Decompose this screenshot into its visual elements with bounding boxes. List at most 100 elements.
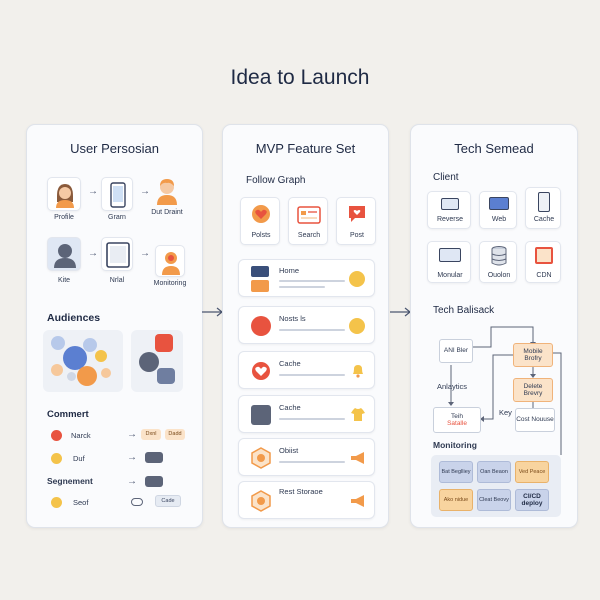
feature-row-label: Rest Storaoe — [279, 487, 323, 496]
user-avatar-icon — [54, 244, 76, 268]
link-icon — [131, 498, 143, 506]
chat-icon — [157, 368, 175, 384]
analytics-label: Anlaytics — [437, 382, 468, 391]
post-tile: Post — [336, 197, 376, 245]
page-title: Idea to Launch — [230, 66, 370, 89]
feature-row-label: Obiist — [279, 446, 299, 455]
grid-cell: Oan Beaon — [477, 461, 511, 483]
man-avatar-icon — [157, 179, 177, 205]
teih-box: Teih Satalle — [433, 407, 481, 433]
segment-item-label: Seof — [73, 498, 89, 507]
backstack-heading: Tech Balisack — [433, 305, 495, 316]
client-heading: Client — [433, 172, 459, 183]
badge-icon — [251, 490, 271, 512]
cdn-icon — [535, 247, 553, 264]
smiley-icon — [349, 271, 365, 287]
smiley-icon — [349, 318, 365, 334]
arrow-right-icon: → — [140, 248, 150, 259]
arrow-right-icon: → — [88, 186, 98, 197]
database-icon — [491, 246, 507, 266]
heart-chat-icon — [349, 206, 365, 222]
user-persona-title: User Persosian — [70, 141, 159, 156]
woman-avatar-icon — [56, 184, 74, 208]
mvp-feature-title: MVP Feature Set — [255, 141, 356, 156]
dut-draint-label: Dut Draint — [151, 209, 183, 216]
feature-row: Rest Storaoe — [238, 481, 375, 519]
grid-cell: CI/CD deploy — [515, 489, 549, 511]
red-dot-icon — [51, 430, 62, 441]
phone-icon — [110, 182, 126, 208]
profile-card — [47, 177, 81, 211]
client-tile-label: Monular — [437, 272, 463, 279]
segment-chip: Cade — [155, 495, 181, 507]
arrow-right-icon: → — [140, 186, 150, 197]
card-icon — [297, 206, 321, 224]
client-tile: Web — [479, 191, 517, 229]
client-tile-label: Ouolon — [487, 272, 511, 279]
social-apps-cluster — [131, 330, 183, 392]
bell-icon — [353, 365, 363, 378]
chat-bubble-icon — [145, 452, 163, 463]
tech-stack-title: Tech Semead — [454, 141, 534, 156]
audience-bubble-cluster — [43, 330, 123, 392]
client-tile-label: Reverse — [436, 216, 464, 223]
comment-item-label: Duf — [73, 454, 85, 463]
comment-chip: Dadd — [165, 429, 185, 440]
search-tile: Search — [288, 197, 328, 245]
smiley-icon — [51, 497, 62, 508]
posts-label: Polsts — [251, 232, 271, 239]
grid-cell: Bat Beglliey — [439, 461, 473, 483]
feature-row: Cache — [238, 395, 375, 433]
teih-label: Teih — [451, 412, 463, 420]
key-label: Key — [499, 408, 512, 417]
post-label: Post — [349, 232, 364, 239]
client-tile: Cache — [525, 187, 561, 229]
shirt-icon — [351, 408, 365, 421]
comment-item-label: Narck — [71, 431, 91, 440]
grid-cell: Ved Peace — [515, 461, 549, 483]
monitoring-label: Monitoring — [153, 280, 187, 287]
monitoring-heading: Monitoring — [433, 440, 477, 450]
user-persona-panel: User Persosian Profile → Grarn → Dut Dra… — [26, 124, 203, 528]
profile-label: Profile — [54, 214, 74, 221]
satalle-label: Satalle — [447, 420, 467, 427]
client-tile: Ouolon — [479, 241, 517, 283]
camera-icon — [251, 266, 269, 277]
client-tile-label: Web — [491, 216, 507, 223]
arrow-right-icon: → — [127, 429, 137, 440]
client-tile-label: Cache — [533, 216, 555, 223]
yellow-dot-icon — [51, 453, 62, 464]
comment-heading: Commert — [47, 409, 89, 420]
mobile-box: Mobile Brofry — [513, 343, 553, 367]
phone-icon — [538, 192, 550, 212]
grarn-label: Grarn — [108, 214, 126, 221]
client-tile-label: CDN — [536, 272, 552, 279]
cost-box: Cost Nouuse — [515, 408, 555, 432]
feature-row: Cache — [238, 351, 375, 389]
heart-icon — [252, 362, 270, 380]
phone-card — [101, 177, 133, 211]
feature-row-label: Nosts ls — [279, 314, 306, 323]
feature-row: Nosts ls — [238, 306, 375, 344]
ani-box: ANI Bler — [439, 339, 473, 363]
heart-icon — [252, 205, 270, 223]
client-tile: CDN — [525, 241, 561, 283]
megaphone-icon — [351, 452, 364, 464]
kite-card — [47, 237, 81, 271]
mail-icon — [251, 280, 269, 292]
arrow-right-icon: → — [127, 476, 137, 487]
tablet-card — [101, 237, 133, 271]
monitor-icon — [489, 197, 509, 210]
search-label: Search — [297, 232, 321, 239]
megaphone-icon — [351, 495, 364, 507]
nrlal-label: Nrlal — [109, 277, 125, 284]
monitoring-card — [155, 245, 185, 277]
follow-graph-heading: Follow Graph — [246, 175, 306, 186]
chat-bubble-icon — [145, 476, 163, 487]
posts-tile: Polsts — [240, 197, 280, 245]
client-tile: Monular — [427, 241, 471, 283]
arrow-right-icon: → — [88, 248, 98, 259]
grid-cell: Cleat Beovy — [477, 489, 511, 511]
feature-row: Home — [238, 259, 375, 297]
feature-row-label: Cache — [279, 359, 301, 368]
